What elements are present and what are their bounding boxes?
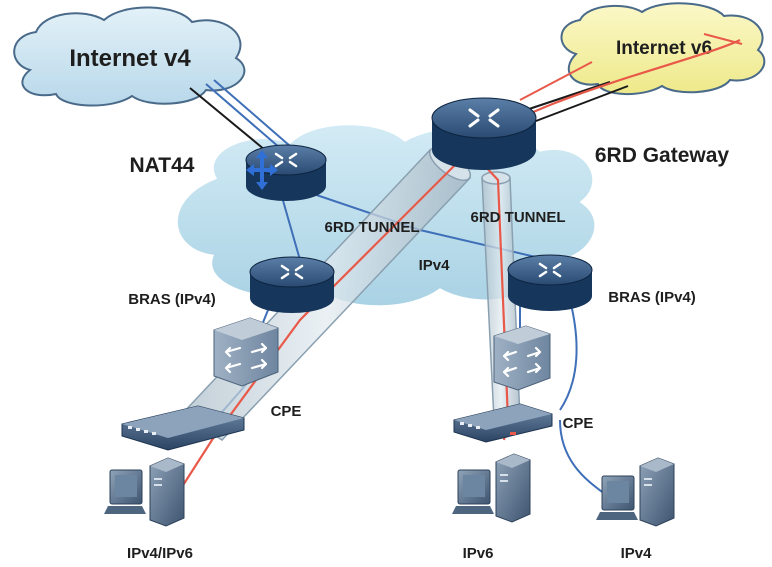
cpe-left (121, 405, 245, 451)
cpe-device-icon (128, 426, 156, 435)
nat44-label: NAT44 (130, 154, 195, 177)
switch-icon (224, 342, 268, 374)
bras-right-label: BRAS (IPv4) (608, 289, 696, 306)
host-right (596, 457, 675, 527)
internet-v4-cloud: Internet v4 (13, 6, 246, 107)
nat44-router (245, 144, 327, 201)
bras-left-router (249, 256, 335, 313)
server-icon (495, 453, 531, 523)
pc-icon (452, 469, 494, 514)
host-mid (452, 453, 531, 523)
internet-v6-cloud: Internet v6 (560, 2, 766, 96)
bras-left-label: BRAS (IPv4) (128, 291, 216, 308)
server-icon (149, 457, 185, 527)
bras-right-router (507, 254, 593, 311)
host-left (104, 457, 185, 527)
internet-v4-label: Internet v4 (69, 45, 191, 72)
tunnel-left-label: 6RD TUNNEL (324, 219, 419, 236)
server-icon (639, 457, 675, 527)
router-arrows-icon (468, 108, 500, 128)
nat-arrows-icon (246, 150, 278, 190)
access-switch-right (493, 325, 551, 391)
gateway-6rd-label: 6RD Gateway (595, 144, 730, 167)
cpe-left-label: CPE (271, 403, 302, 420)
tunnel-right-label: 6RD TUNNEL (470, 209, 565, 226)
host-mid-label: IPv6 (463, 545, 494, 562)
cpe-right (453, 403, 553, 443)
gateway-6rd-router (431, 97, 537, 170)
pc-icon (104, 469, 146, 514)
cpe-right-label: CPE (563, 415, 594, 432)
host-left-label: IPv4/IPv6 (127, 545, 193, 562)
pc-icon (596, 475, 638, 520)
internet-v6-label: Internet v6 (616, 38, 712, 59)
access-switch-left (213, 317, 279, 387)
ipv4-core-label: IPv4 (419, 257, 451, 274)
host-right-label: IPv4 (621, 545, 653, 562)
